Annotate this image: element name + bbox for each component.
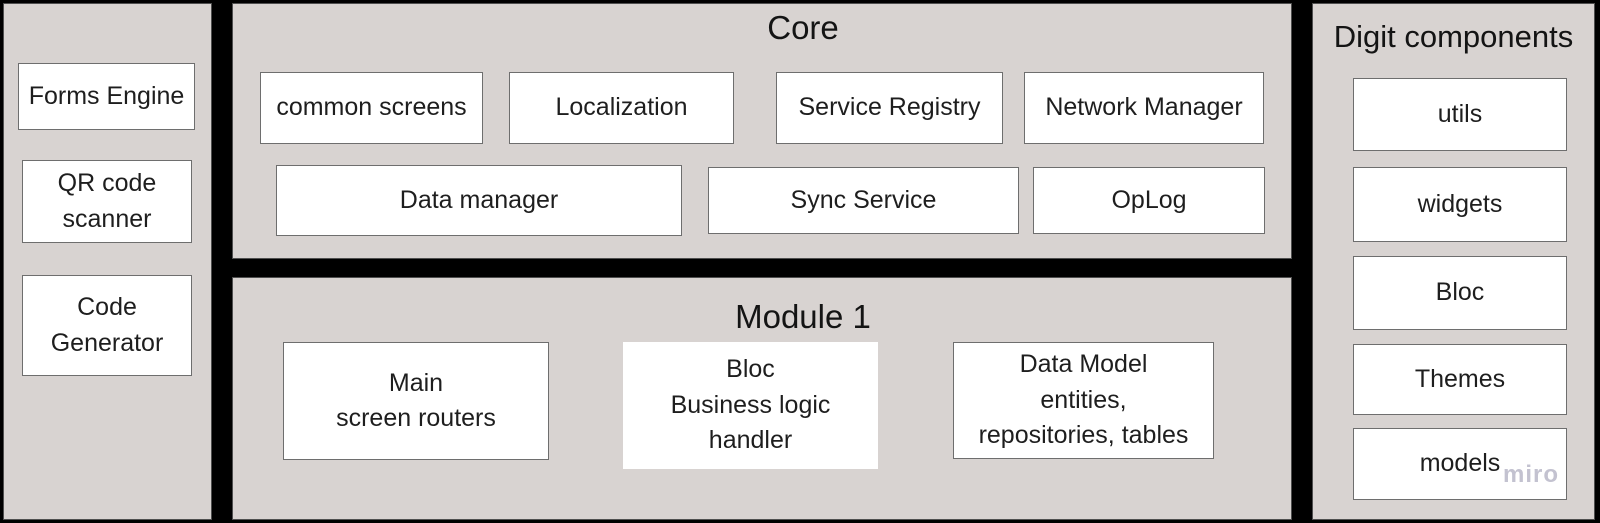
core-panel-title: Core	[767, 9, 839, 46]
forms-engine-box: Forms Engine	[18, 63, 195, 130]
themes-box: Themes	[1353, 344, 1567, 415]
widgets-box: widgets	[1353, 167, 1567, 242]
module1-panel-title: Module 1	[735, 298, 871, 335]
main-screen-routers-box: Main screen routers	[283, 342, 549, 460]
module1-panel: Module 1 Main screen routers Bloc Busine…	[232, 277, 1292, 520]
bloc-box: Bloc	[1353, 256, 1567, 330]
data-model-box: Data Model entities, repositories, table…	[953, 342, 1214, 459]
left-components-panel: Forms Engine QR code scanner Code Genera…	[3, 3, 212, 520]
bloc-business-logic-handler-box: Bloc Business logic handler	[623, 342, 878, 469]
oplog-box: OpLog	[1033, 167, 1265, 234]
digit-components-panel: Digit components utils widgets Bloc Them…	[1312, 3, 1595, 520]
sync-service-box: Sync Service	[708, 167, 1019, 234]
core-panel: Core common screens Localization Service…	[232, 3, 1292, 259]
models-box: models	[1353, 428, 1567, 500]
network-manager-box: Network Manager	[1024, 72, 1264, 144]
data-manager-box: Data manager	[276, 165, 682, 236]
service-registry-box: Service Registry	[776, 72, 1003, 144]
code-generator-box: Code Generator	[22, 275, 192, 376]
qr-code-scanner-box: QR code scanner	[22, 160, 192, 243]
utils-box: utils	[1353, 78, 1567, 151]
digit-components-title: Digit components	[1333, 19, 1574, 54]
miro-watermark: miro	[1503, 461, 1560, 488]
common-screens-box: common screens	[260, 72, 483, 144]
localization-box: Localization	[509, 72, 734, 144]
